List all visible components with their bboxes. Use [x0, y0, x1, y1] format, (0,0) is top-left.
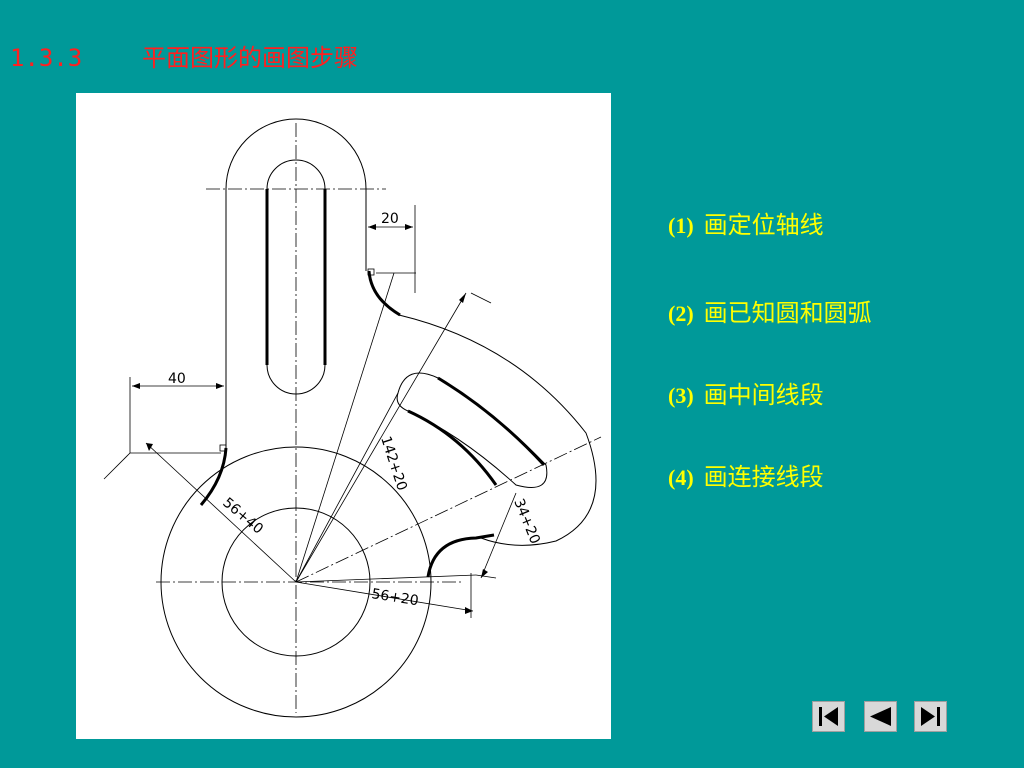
- radius-line-1: [295, 272, 395, 583]
- radius-line-6: [295, 574, 477, 583]
- arrow-20-left: [368, 224, 376, 230]
- slot-inner-thick: [407, 409, 498, 486]
- step-index: (2): [668, 301, 694, 326]
- step-item: (3) 画中间线段: [668, 375, 824, 410]
- dim142-tick: [470, 292, 492, 304]
- upper-connect-thick: [367, 270, 401, 317]
- step-index: (3): [668, 383, 694, 408]
- lower-connect-thick: [426, 533, 495, 578]
- curved-arm-outer: [398, 314, 597, 546]
- arrow-40-left: [132, 383, 140, 389]
- slide-title: 1.3.3 平面图形的画图步骤: [10, 38, 358, 73]
- section-number: 1.3.3: [10, 44, 83, 72]
- arrow-34: [481, 569, 488, 578]
- technical-drawing: 20 40 142+20 56+40 34+20 56+20: [76, 93, 611, 739]
- drawing-canvas: 20 40 142+20 56+40 34+20 56+20: [103, 118, 602, 718]
- dim40-leader: [103, 452, 131, 480]
- arrow-40-right: [216, 383, 224, 389]
- radius-line-4: [145, 442, 297, 583]
- left-connect-thick: [199, 447, 228, 506]
- dim-label-56-20: 56+20: [370, 586, 419, 609]
- radius-line-5: [295, 581, 474, 612]
- previous-slide-icon: [870, 707, 891, 726]
- previous-slide-button[interactable]: [864, 701, 897, 732]
- radius-line-3: [295, 392, 399, 583]
- dim-label-20: 20: [381, 211, 399, 227]
- dim-label-34-20: 34+20: [510, 497, 543, 547]
- step-text: 画已知圆和圆弧: [703, 299, 872, 327]
- dim-label-40: 40: [168, 371, 186, 387]
- inclined-centerline: [295, 436, 602, 583]
- step-index: (4): [668, 465, 694, 490]
- dim-label-142-20: 142+20: [377, 434, 410, 492]
- top-arc: [225, 118, 367, 190]
- tangent-mark-1: [367, 268, 375, 276]
- step-text: 画连接线段: [703, 463, 824, 491]
- arrow-20-right: [405, 224, 413, 230]
- arrow-56-40: [146, 443, 153, 451]
- tangent-mark-2: [219, 444, 227, 452]
- curved-slot-outline: [396, 372, 548, 488]
- step-item: (2) 画已知圆和圆弧: [668, 293, 872, 328]
- step-index: (1): [668, 213, 694, 238]
- slot-outer-thick: [437, 376, 546, 467]
- first-slide-button[interactable]: [812, 701, 845, 732]
- step-text: 画定位轴线: [703, 211, 824, 239]
- step-item: (1) 画定位轴线: [668, 205, 824, 240]
- first-slide-icon: [819, 707, 838, 726]
- radius-line-2: [295, 292, 467, 583]
- arrow-142: [459, 293, 466, 303]
- last-slide-icon: [921, 707, 940, 726]
- last-slide-button[interactable]: [914, 701, 947, 732]
- section-title: 平面图形的画图步骤: [142, 44, 358, 72]
- dim34-line: [480, 492, 517, 579]
- step-text: 画中间线段: [703, 381, 824, 409]
- dim34-ext: [475, 574, 497, 579]
- step-item: (4) 画连接线段: [668, 457, 824, 492]
- arrow-56-20: [465, 607, 473, 614]
